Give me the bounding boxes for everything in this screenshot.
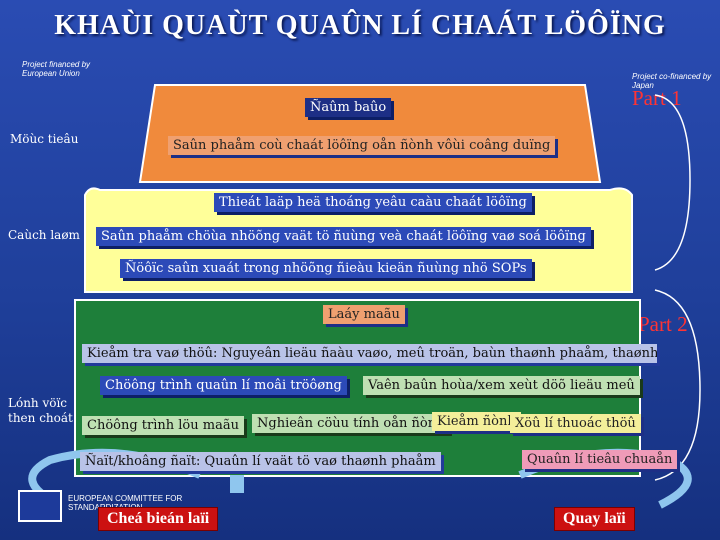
create-button[interactable]: Cheá bieán laïi [98,507,219,531]
row2-item-4: Xöû lí thuoác thöû [510,414,641,433]
yellow-item-3: Ñöôïc saûn xuaát trong nhöõng ñieàu kieä… [120,259,532,278]
yellow-item-2: Saûn phaåm chöùa nhöõng vaät tö ñuùng ve… [96,227,591,246]
row3-item-1: Ñaït/khoâng ñaït: Quaûn lí vaät tö vaø t… [80,452,441,471]
yellow-side-label: Caùch laøm [8,228,80,242]
top-box-title: Ñaûm baûo [305,98,392,117]
green-box-title: Laáy maãu [323,305,405,324]
back-button[interactable]: Quay laïi [554,507,635,531]
slide-title: KHAÙI QUAÙT QUAÛN LÍ CHAÁT LÖÔÏNG [54,10,666,41]
row2-item-2: Nghieân cöùu tính oån ñònh [252,414,450,433]
yellow-item-1: Thieát laäp heä thoáng yeâu caàu chaát l… [214,193,532,212]
part2-label: Part 2 [638,312,688,336]
green-side-label-1: Lónh vöïc [8,396,68,410]
check-item: Kieåm tra vaø thöû: Nguyeân lieäu ñaàu v… [82,344,657,363]
row3-item-2: Quaûn lí tieâu chuaån [522,450,678,469]
top-side-label: Möùc tieâu [10,132,79,146]
row1-item-1: Chöông trình quaûn lí moâi tröôøng [100,376,347,395]
row2-item-1: Chöông trình löu maãu [82,416,244,435]
row2-item-3: Kieåm ñònh [432,412,521,431]
header-left-note: Project financed by European Union [22,60,91,78]
header-right-note: Project co-financed by Japan [632,72,712,90]
top-item: Saûn phaåm coù chaát löôïng oån ñònh vôù… [168,136,556,155]
green-side-label-2: then choát [8,411,73,425]
row1-item-2: Vaên baûn hoùa/xem xeùt döõ lieäu meû [363,376,640,395]
